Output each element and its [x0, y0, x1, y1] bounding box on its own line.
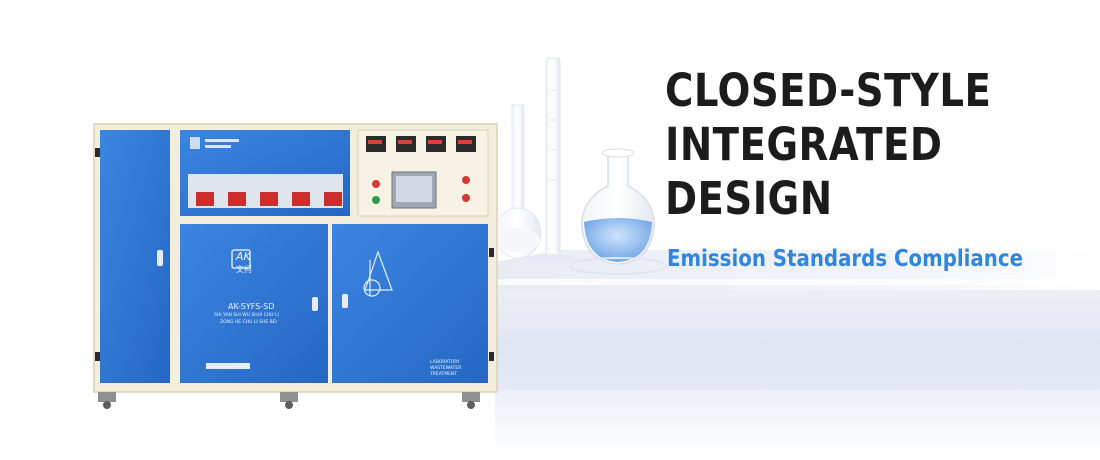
headline-line-3: DESIGN	[665, 172, 833, 225]
subheadline: Emission Standards Compliance	[667, 246, 1024, 272]
panel-label-line2: WASTEWATER	[430, 366, 462, 371]
panel-label-line1: LABORATORY	[430, 360, 460, 365]
headline-line-2: INTEGRATED	[665, 118, 943, 171]
headline-line-1: CLOSED-STYLE	[665, 64, 992, 117]
headline: CLOSED-STYLE INTEGRATED DESIGN	[665, 64, 1026, 226]
machine-subtitle-line2: ZONG HE CHU LI SHE BEI	[220, 320, 277, 325]
machine-subtitle-line1: SHI YAN SHI WU SHUI CHU LI	[214, 313, 279, 318]
machine-model-label: AK-SYFS-SD	[228, 302, 275, 311]
machine-brand-mark: AK	[236, 250, 251, 263]
panel-label-line3: TREATMENT	[430, 372, 458, 377]
machine-brand-name: 文柯	[236, 265, 252, 274]
wastewater-treatment-machine	[93, 123, 498, 409]
